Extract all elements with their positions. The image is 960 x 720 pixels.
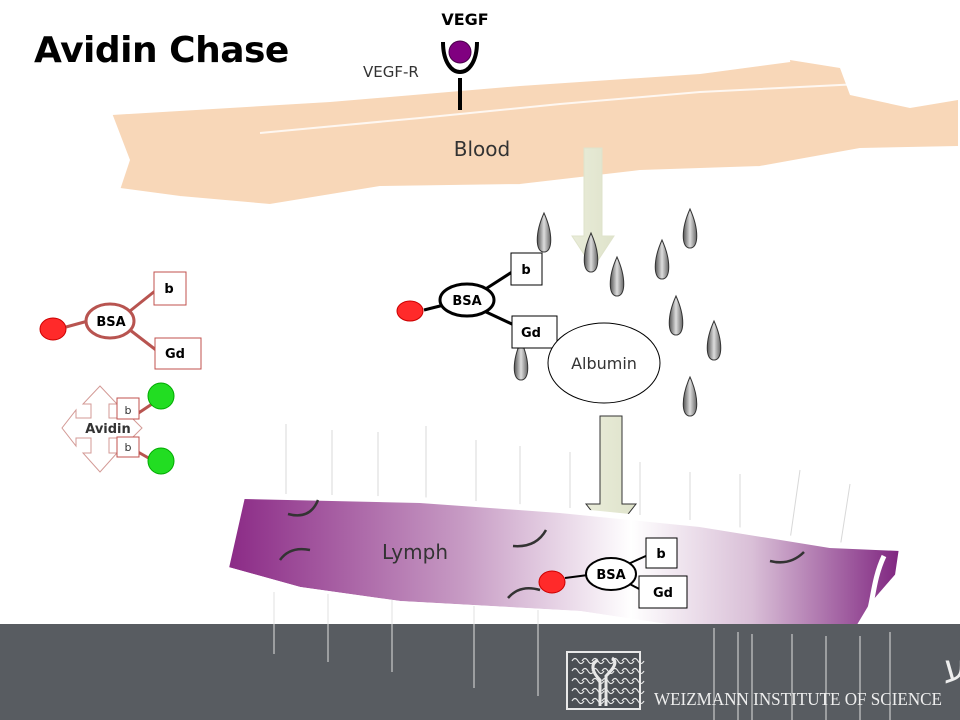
drop-icon [513, 339, 529, 381]
albumin-label: Albumin [571, 354, 637, 373]
green-ball-icon [147, 382, 175, 410]
arrow-blood-to-tissue [571, 147, 615, 269]
b-label: b [656, 547, 665, 562]
institution-hebrew: מכון ויצמן למדע [944, 648, 960, 689]
bsa-label: BSA [96, 315, 125, 330]
red-ball-icon [39, 317, 67, 341]
b-label: b [164, 282, 173, 297]
vegf-receptor [441, 40, 479, 110]
bsa-ellipse [438, 282, 496, 318]
drop-icon [682, 375, 698, 417]
drops-group [513, 207, 722, 417]
bsa-label: BSA [452, 294, 481, 309]
albumin-ellipse [547, 322, 661, 404]
gd-label: Gd [653, 586, 673, 601]
blood-vessel [111, 58, 959, 209]
avidin-complex [61, 382, 175, 475]
gd-box [638, 575, 688, 609]
tissue-fibers [285, 424, 851, 549]
b-box [645, 537, 678, 569]
b-label: b [125, 404, 132, 417]
drop-icon [654, 238, 670, 280]
b-box [116, 436, 140, 458]
gd-box [154, 337, 202, 370]
gd-label: Gd [521, 326, 541, 341]
weizmann-logo [566, 651, 645, 710]
lymph-vessel [226, 493, 902, 637]
drop-icon [583, 231, 599, 273]
gd-label: Gd [165, 347, 185, 362]
vegf-label: VEGF [441, 10, 488, 29]
bsa-ellipse [585, 557, 637, 591]
vegf-r-label: VEGF-R [363, 63, 419, 81]
institution-english: WEIZMANN INSTITUTE OF SCIENCE [654, 689, 942, 709]
b-label: b [125, 441, 132, 454]
drop-icon [609, 255, 625, 297]
red-ball-icon [396, 300, 424, 322]
bsa-conjugate-left [39, 271, 202, 370]
drop-icon [536, 211, 552, 253]
page-title: Avidin Chase [34, 30, 289, 71]
footer-fibers [273, 592, 891, 720]
green-ball-icon [147, 447, 175, 475]
bsa-conjugate-center [396, 252, 558, 349]
b-box [116, 397, 140, 420]
b-label: b [521, 263, 530, 278]
bsa-label: BSA [596, 568, 625, 583]
drop-icon [682, 207, 698, 249]
lymph-label: Lymph [382, 540, 448, 564]
b-box [510, 252, 543, 286]
red-ball-icon [538, 570, 566, 594]
b-box [153, 271, 187, 306]
drop-icon [668, 294, 684, 336]
blood-label: Blood [454, 137, 510, 161]
gd-box [511, 315, 558, 349]
avidin-label: Avidin [85, 422, 131, 437]
footer-bar [0, 624, 960, 720]
drop-icon [706, 319, 722, 361]
bsa-conjugate-lymph [538, 537, 688, 609]
fiber-line [839, 483, 851, 549]
vegf-ligand [448, 40, 472, 64]
bsa-ellipse [84, 302, 136, 340]
fiber-line [789, 469, 801, 541]
